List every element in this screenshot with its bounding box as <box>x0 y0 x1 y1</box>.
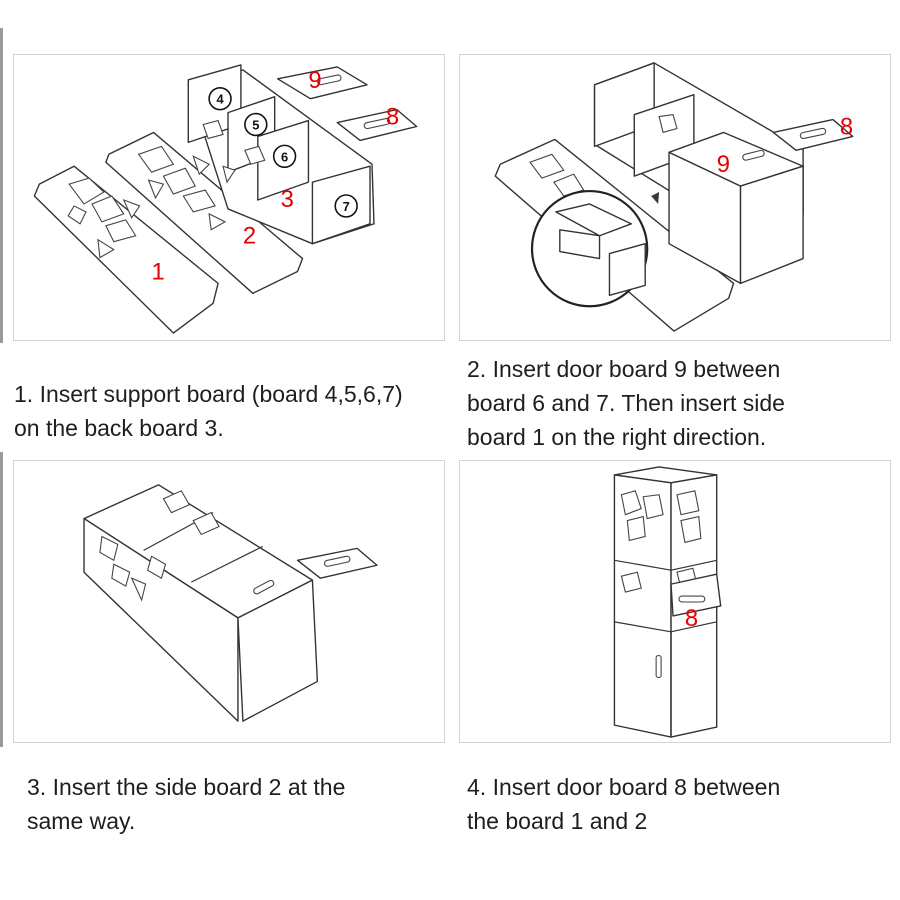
board-2-drawing <box>105 131 304 295</box>
svg-text:6: 6 <box>281 149 288 164</box>
label-board-2: 2 <box>243 223 256 250</box>
label-board-1: 1 <box>152 258 165 285</box>
circled-label-6: 6 <box>272 144 297 169</box>
step4-caption-line: 4. Insert door board 8 between <box>467 774 781 800</box>
left-accent-bar-top <box>0 28 3 343</box>
svg-text:4: 4 <box>216 92 224 107</box>
step3-caption-line: 3. Insert the side board 2 at the <box>27 774 346 800</box>
label-board-8: 8 <box>386 104 399 131</box>
door-board-9-box-drawing <box>668 131 804 285</box>
circled-label-7: 7 <box>334 194 358 218</box>
left-accent-bar-bottom <box>0 452 3 747</box>
svg-text:7: 7 <box>343 199 350 214</box>
assembled-shelf-horizontal-drawing <box>83 484 319 722</box>
step1-illustration-panel: 4 5 6 7 1 2 3 9 8 <box>13 54 445 341</box>
step1-caption: 1. Insert support board (board 4,5,6,7) … <box>14 377 403 445</box>
label-board-8: 8 <box>840 113 853 140</box>
label-board-8: 8 <box>685 605 698 632</box>
step2-illustration-panel: 9 8 <box>459 54 891 341</box>
board-1-drawing <box>33 165 219 334</box>
step3-caption: 3. Insert the side board 2 at the same w… <box>27 770 345 838</box>
step2-caption: 2. Insert door board 9 between board 6 a… <box>467 352 785 454</box>
step2-caption-line: board 6 and 7. Then insert side <box>467 390 785 416</box>
step1-diagram: 4 5 6 7 1 2 3 9 8 <box>33 64 418 334</box>
label-board-9: 9 <box>308 67 321 94</box>
step2-caption-line: 2. Insert door board 9 between <box>467 356 781 382</box>
label-board-3: 3 <box>281 186 294 213</box>
step4-caption: 4. Insert door board 8 between the board… <box>467 770 780 838</box>
svg-text:5: 5 <box>252 117 259 132</box>
step2-caption-line: board 1 on the right direction. <box>467 424 767 450</box>
door-board-9-drawing <box>276 66 368 100</box>
door-board-loose-drawing <box>296 547 378 579</box>
step3-illustration-panel <box>13 460 445 743</box>
circled-label-4: 4 <box>208 86 232 111</box>
step3-diagram <box>83 484 378 722</box>
detail-magnifier-circle <box>530 189 660 308</box>
step4-caption-line: the board 1 and 2 <box>467 808 648 834</box>
step1-caption-line: 1. Insert support board (board 4,5,6,7) <box>14 381 403 407</box>
step2-diagram: 9 8 <box>494 62 854 332</box>
standing-cabinet-drawing <box>613 466 722 738</box>
label-board-9: 9 <box>717 151 730 178</box>
door-board-8-drawing <box>336 108 418 142</box>
step4-diagram: 8 <box>613 466 722 738</box>
step3-caption-line: same way. <box>27 808 136 834</box>
circled-label-5: 5 <box>244 112 268 137</box>
step1-caption-line: on the back board 3. <box>14 415 224 441</box>
door-board-8-drawing <box>772 118 854 152</box>
step4-illustration-panel: 8 <box>459 460 891 743</box>
